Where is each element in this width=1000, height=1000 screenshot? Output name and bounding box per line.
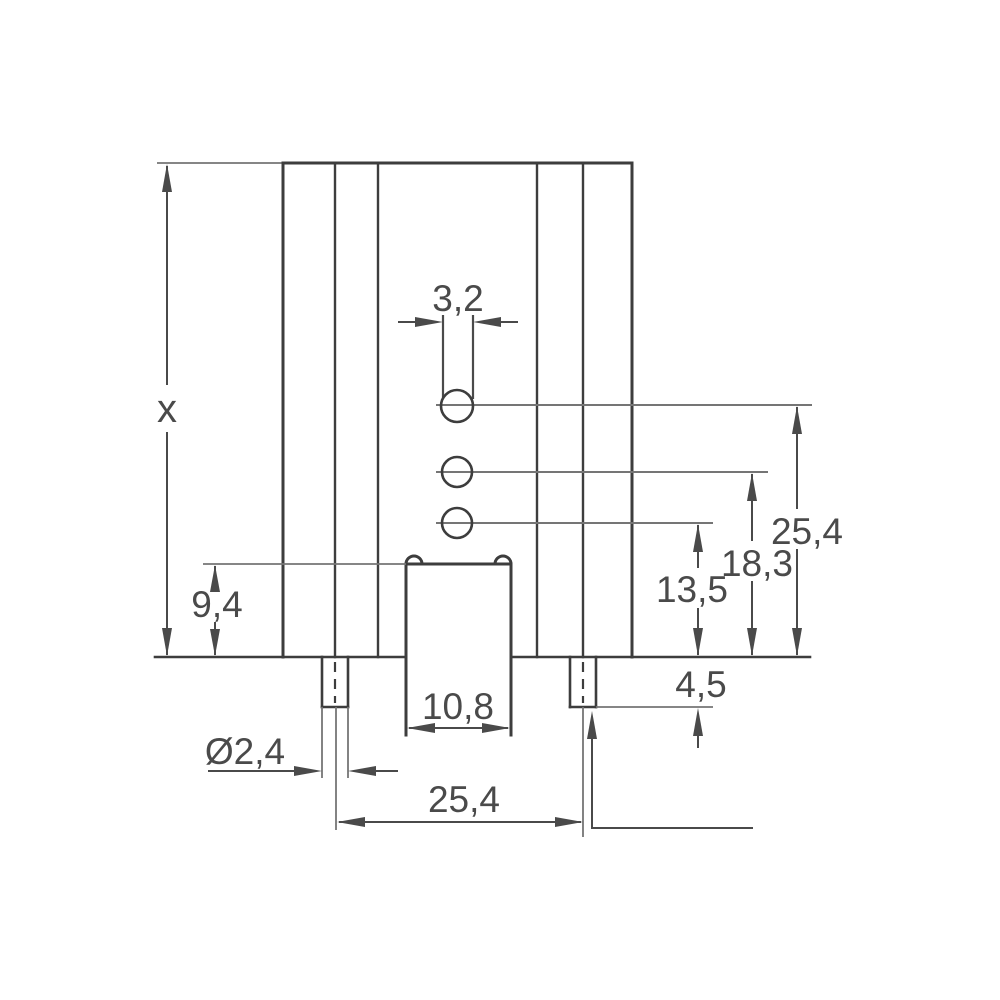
dimension-ledge-height: 9,4 [191,563,406,656]
dimension-slot-width: 3,2 [398,278,518,327]
dim-label-hole3-offset: 13,5 [656,569,728,610]
channel-right-lip [493,554,513,566]
dim-label-hole1-offset: 25,4 [771,511,843,552]
arrowhead-up [587,711,597,739]
arrowhead-up [747,473,757,501]
dim-label-pin-length: 4,5 [675,664,726,705]
arrowhead-down [162,628,172,656]
mounting-hole-2 [440,455,474,489]
mounting-hole-1 [439,388,475,424]
arrowhead-right [415,317,443,327]
arrowhead-down [747,628,757,656]
arrowhead-left [407,723,435,733]
arrowhead-up [693,708,703,736]
dim-label-slot-width: 3,2 [432,278,483,319]
arrowhead-right [294,766,322,776]
arrowhead-up [162,164,172,192]
dimension-pin-length: 4,5 [596,664,727,748]
arrowhead-left [473,317,501,327]
dim-label-pin-diameter: Ø2,4 [205,731,285,772]
dimension-pin-spacing: 25,4 [337,711,753,829]
pin-bottom-leader [591,739,753,829]
mounting-holes [436,315,812,540]
mounting-channel [404,554,513,737]
solder-pin-left [320,655,350,830]
arrowhead-down [693,628,703,656]
dim-label-channel-width: 10,8 [422,686,494,727]
arrowhead-down [792,628,802,656]
arrowhead-right [555,817,583,827]
dimension-body-height: x [157,164,177,656]
arrowhead-up [792,406,802,434]
dim-label-hole2-offset: 18,3 [721,543,793,584]
dimension-channel-width: 10,8 [407,686,510,733]
solder-pin-right [568,655,598,837]
dim-label-ledge-height: 9,4 [191,584,242,625]
channel-left-lip [404,554,424,566]
arrowhead-right [482,723,510,733]
arrowhead-left [348,766,376,776]
dimension-hole2-offset: 18,3 [721,473,793,656]
heatsink-body [153,161,812,659]
dimension-hole3-offset: 13,5 [656,524,728,656]
arrowhead-up [210,565,220,592]
arrowhead-left [337,817,365,827]
dimension-pin-diameter: Ø2,4 [205,731,398,776]
arrowhead-down [210,629,220,656]
arrowhead-up [693,524,703,552]
mounting-hole-3 [440,506,474,540]
dim-label-pin-spacing: 25,4 [428,779,500,820]
dim-label-body-height: x [157,387,177,431]
dimension-hole1-offset: 25,4 [771,406,843,656]
